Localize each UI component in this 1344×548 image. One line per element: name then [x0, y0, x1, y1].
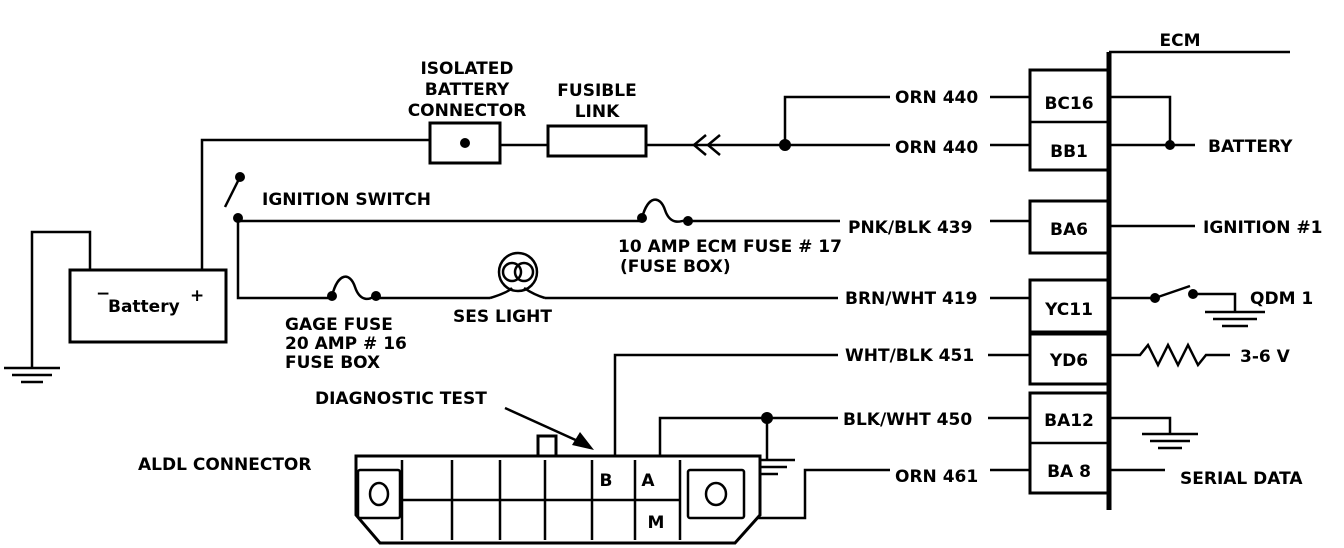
- ignition-switch-blade-icon: [223, 176, 242, 208]
- label-backdrop: [838, 405, 988, 429]
- ignition-circuit: IGNITION SWITCH 10 AMP ECM FUSE # 17 (FU…: [223, 172, 842, 373]
- ecm-title: ECM: [1159, 31, 1200, 51]
- resistor-icon: [1109, 342, 1230, 368]
- ecm-fuse-label: 10 AMP ECM FUSE # 17: [618, 237, 842, 257]
- pin-label: YC11: [1044, 300, 1093, 320]
- qdm-ground-wire: [1193, 292, 1237, 312]
- ses-light-label: SES LIGHT: [453, 307, 552, 327]
- inline-connector-icon: [692, 134, 721, 156]
- ecm-pin-box-yd6: [1028, 332, 1110, 386]
- pin-label: BB1: [1050, 142, 1088, 162]
- fusible-link-label: LINK: [575, 102, 620, 122]
- pin-label: BC16: [1044, 94, 1093, 114]
- ground-icon: [1205, 310, 1265, 328]
- ecm-fuse-label: (FUSE BOX): [620, 257, 731, 277]
- aldl-lug: [356, 468, 402, 520]
- ecm-input-wires: ORN 440 ORN 440 PNK/BLK 439 BRN/WHT 419 …: [545, 84, 1030, 520]
- ecm-outputs: BATTERY IGNITION #1 QDM 1 3-6 V SERIAL D…: [1109, 95, 1322, 489]
- battery-minus-icon: −: [96, 284, 110, 304]
- aldl-terminal-b: B: [600, 471, 613, 491]
- battery-bus: [1109, 95, 1172, 145]
- pin-label: YD6: [1049, 351, 1088, 371]
- battery: [68, 268, 228, 344]
- aldl-key: [536, 434, 558, 458]
- aldl-connector: ALDL CONNECTOR DIAGNOSTIC TEST B A M: [138, 389, 762, 545]
- ignition-output-label: IGNITION #1: [1203, 218, 1322, 238]
- label-backdrop: [840, 208, 990, 232]
- isolated-connector-label: BATTERY: [425, 80, 510, 100]
- pin-label: BA6: [1050, 220, 1088, 240]
- mounting-hole-icon: [704, 481, 728, 507]
- ignition-switch-label: IGNITION SWITCH: [262, 190, 431, 210]
- wire-label: ORN 440: [895, 138, 978, 158]
- splice-dot: [1165, 140, 1175, 150]
- ignition-bus: [236, 218, 330, 300]
- battery-plus-icon: +: [190, 286, 204, 306]
- voltage-label: 3-6 V: [1240, 347, 1291, 367]
- wire-label: ORN 461: [895, 467, 978, 487]
- ground-icon: [4, 366, 60, 384]
- wire-label: PNK/BLK 439: [848, 218, 972, 238]
- label-backdrop: [890, 133, 990, 157]
- aldl-terminal-m: M: [648, 513, 665, 533]
- isolated-battery-connector: [428, 121, 502, 165]
- label-backdrop: [838, 342, 988, 366]
- ecm-module: ECM BC16 BB1 BA6 YC11 YD6 BA12 BA 8: [1028, 31, 1290, 510]
- battery-label: Battery: [108, 297, 180, 317]
- pointer-line: [504, 406, 581, 444]
- gage-fuse-label: 20 AMP # 16: [285, 334, 407, 354]
- serial-data-label: SERIAL DATA: [1180, 469, 1303, 489]
- diagnostic-test-label: DIAGNOSTIC TEST: [315, 389, 487, 409]
- ground-icon: [1142, 432, 1198, 450]
- ecm-pin-box-yc11: [1028, 278, 1110, 334]
- pin-label: BA 8: [1047, 462, 1091, 482]
- label-backdrop: [838, 285, 990, 309]
- splice-dot: [779, 139, 791, 151]
- switch-blade-icon: [1154, 284, 1191, 300]
- aldl-label: ALDL CONNECTOR: [138, 455, 311, 475]
- battery-feed-wire: [200, 138, 430, 270]
- wire-label: ORN 440: [895, 88, 978, 108]
- ecm-pin-box-ba6: [1028, 199, 1110, 255]
- isolated-connector-label: CONNECTOR: [408, 101, 527, 121]
- qdm-label: QDM 1: [1250, 289, 1313, 309]
- fusible-link: [546, 124, 648, 158]
- label-backdrop: [890, 458, 990, 482]
- connector-pin: [460, 138, 470, 148]
- mounting-hole-icon: [368, 481, 390, 507]
- splice-dot: [761, 412, 773, 424]
- gage-fuse-icon: [327, 275, 381, 301]
- ecm-fuse-icon: [637, 198, 693, 226]
- ses-light-icon: [489, 251, 546, 300]
- battery-circuit: − + Battery ISOLATED BATTERY CONNECTOR F…: [4, 59, 721, 384]
- battery-ground-wire: [30, 230, 92, 368]
- pin-label: BA12: [1044, 411, 1094, 431]
- wire-label: BRN/WHT 419: [845, 289, 977, 309]
- isolated-connector-label: ISOLATED: [420, 59, 513, 79]
- ecm-pin-group-battery: [1028, 68, 1110, 172]
- gage-fuse-label: GAGE FUSE: [285, 315, 393, 335]
- label-backdrop: [890, 84, 990, 108]
- gage-fuse-label: FUSE BOX: [285, 353, 380, 373]
- wire-label: BLK/WHT 450: [843, 410, 972, 430]
- fusible-link-label: FUSIBLE: [557, 81, 636, 101]
- pointer-arrow-icon: [572, 432, 594, 450]
- aldl-lug: [686, 468, 746, 520]
- aldl-cavity-grid: [400, 460, 682, 540]
- aldl-terminal-a: A: [641, 471, 655, 491]
- wire-label: WHT/BLK 451: [845, 346, 974, 366]
- battery-output-label: BATTERY: [1208, 137, 1293, 157]
- ba12-ground-wire: [1109, 416, 1172, 434]
